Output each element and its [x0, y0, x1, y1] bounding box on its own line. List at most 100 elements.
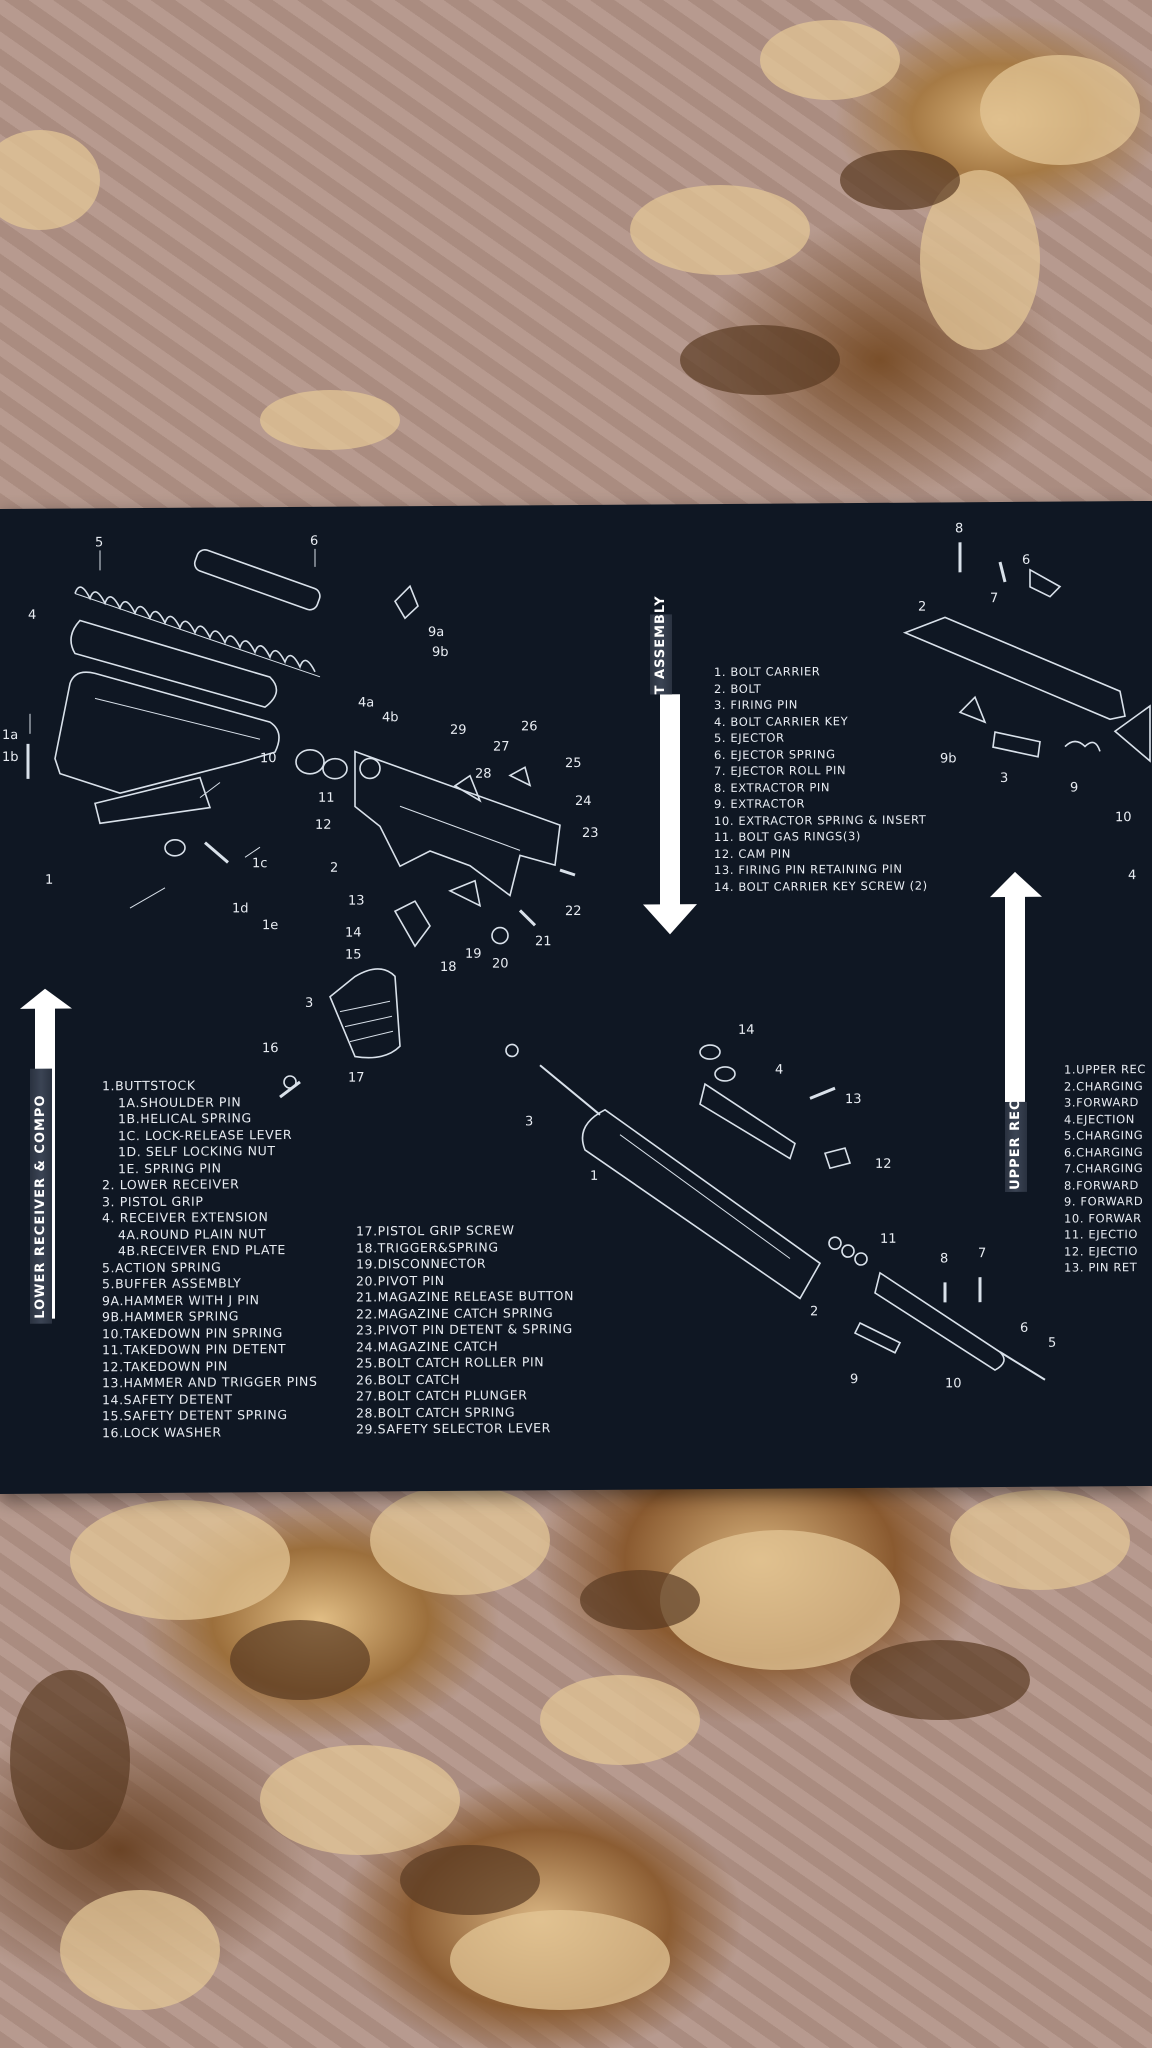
callout-u3: 3 — [1000, 771, 1008, 786]
callout-27: 27 — [493, 739, 510, 754]
legend-item: 12. CAM PIN — [714, 845, 791, 861]
callout-17: 17 — [348, 1070, 365, 1085]
legend-item: 29.SAFETY SELECTOR LEVER — [356, 1420, 551, 1437]
legend-item: 1.BUTTSTOCK — [102, 1077, 196, 1094]
legend-item: 11. BOLT GAS RINGS(3) — [714, 829, 862, 845]
legend-item: 1c. LOCK-RELEASE LEVER — [118, 1126, 293, 1143]
legend-item: 13. FIRING PIN RETAINING PIN — [714, 861, 903, 878]
callout-b11: 11 — [880, 1232, 897, 1247]
lock-release-lever-drawing — [94, 776, 212, 825]
legend-item: 18.TRIGGER&SPRING — [356, 1239, 499, 1256]
legend-item: 7. EJECTOR ROLL PIN — [714, 763, 847, 779]
legend-item: 4b.RECEIVER END PLATE — [118, 1242, 286, 1259]
callout-u2: 2 — [918, 600, 926, 615]
charging-handle-drawing — [902, 616, 1126, 721]
callout-16: 16 — [262, 1041, 279, 1056]
legend-item: 2. BOLT — [714, 681, 762, 696]
callout-b13: 13 — [845, 1092, 862, 1107]
callout-1a: 1a — [2, 728, 18, 743]
callout-1: 1 — [45, 873, 53, 888]
legend-item: 10. EXTRACTOR SPRING & INSERT — [714, 812, 927, 828]
bolt-carrier-drawing — [581, 1108, 822, 1300]
legend-item: 7.CHARGING — [1064, 1161, 1144, 1176]
callout-u8: 8 — [955, 521, 963, 536]
legend-item: 4. RECEIVER EXTENSION — [102, 1209, 269, 1226]
legend-item: 3. FIRING PIN — [714, 697, 798, 713]
legend-item: 22.MAGAZINE CATCH SPRING — [356, 1304, 554, 1322]
legend-item: 9b.HAMMER SPRING — [102, 1308, 240, 1325]
callout-b8: 8 — [940, 1251, 948, 1266]
legend-item: 11.TAKEDOWN PIN DETENT — [102, 1341, 287, 1358]
callout-b10: 10 — [945, 1376, 962, 1391]
callout-3: 3 — [305, 996, 313, 1011]
legend-item: 11. EJECTIO — [1064, 1227, 1138, 1242]
lower-receiver-legend-continued: 17.PISTOL GRIP SCREW 18.TRIGGER&SPRING 1… — [356, 1222, 574, 1438]
callout-b4: 4 — [775, 1063, 783, 1078]
callout-1b: 1b — [2, 750, 19, 765]
callout-b6: 6 — [1020, 1321, 1028, 1336]
legend-item: 24.MAGAZINE CATCH — [356, 1338, 499, 1355]
upper-receiver-side-label: UPPER REC — [1008, 1099, 1023, 1190]
callout-22: 22 — [565, 904, 582, 919]
callout-u9: 9 — [1070, 780, 1078, 795]
callout-u6: 6 — [1022, 553, 1030, 568]
callout-6: 6 — [310, 534, 318, 549]
callout-19: 19 — [465, 947, 482, 962]
callout-b2: 2 — [810, 1304, 818, 1319]
down-arrow-center — [643, 694, 697, 935]
callout-5: 5 — [95, 535, 103, 550]
callout-u9b: 9b — [940, 751, 957, 766]
callout-1d: 1d — [232, 901, 249, 916]
legend-item: 3.FORWARD — [1064, 1095, 1140, 1110]
callout-10: 10 — [260, 751, 277, 766]
legend-item: 9. FORWARD — [1064, 1194, 1144, 1209]
legend-item: 4a.ROUND PLAIN NUT — [118, 1225, 267, 1242]
legend-item: 15.SAFETY DETENT SPRING — [102, 1407, 288, 1424]
bolt-carrier-key-drawing — [699, 1082, 796, 1160]
callout-12: 12 — [315, 818, 332, 833]
legend-item: 4.EJECTION — [1064, 1111, 1135, 1127]
lower-receiver-legend: 1.BUTTSTOCK 1a.SHOULDER PIN 1b.HELICAL S… — [102, 1077, 318, 1442]
bolt-drawing — [874, 1271, 1005, 1372]
bolt-assembly-legend: 1. BOLT CARRIER 2. BOLT 3. FIRING PIN 4.… — [714, 663, 928, 895]
callout-b3: 3 — [525, 1114, 533, 1129]
callout-b12: 12 — [875, 1157, 892, 1172]
legend-item: 5.CHARGING — [1064, 1128, 1144, 1143]
self-locking-nut-drawing — [164, 838, 186, 857]
legend-item: 4. BOLT CARRIER KEY — [714, 713, 849, 729]
buffer-drawing — [193, 549, 321, 611]
callout-b14: 14 — [738, 1023, 755, 1038]
action-spring-drawing — [74, 586, 321, 678]
legend-item: 17.PISTOL GRIP SCREW — [356, 1222, 515, 1239]
pistol-grip-drawing — [329, 968, 401, 1059]
bolt-assembly-side-label: T ASSEMBLY — [653, 595, 668, 695]
legend-item: 9a.HAMMER WITH J PIN — [102, 1291, 260, 1308]
legend-item: 1e. SPRING PIN — [118, 1159, 222, 1176]
callout-1c: 1c — [252, 856, 267, 871]
legend-item: 1b.HELICAL SPRING — [118, 1110, 252, 1127]
callout-2: 2 — [330, 861, 338, 876]
gun-cleaning-mat: 5 6 9a 9b 4 4a 4b 1a 1b 10 29 27 26 25 2… — [0, 500, 1152, 1495]
legend-item: 6. EJECTOR SPRING — [714, 746, 836, 762]
callout-u10: 10 — [1115, 810, 1132, 825]
callout-13: 13 — [348, 893, 365, 908]
legend-item: 5.ACTION SPRING — [102, 1258, 222, 1275]
callout-9b: 9b — [432, 645, 449, 660]
callout-4b: 4b — [382, 710, 399, 725]
callout-15: 15 — [345, 947, 362, 962]
legend-item: 1d. SELF LOCKING NUT — [118, 1143, 276, 1160]
legend-item: 12. EJECTIO — [1064, 1243, 1138, 1259]
legend-item: 8. EXTRACTOR PIN — [714, 779, 831, 795]
legend-item: 13.HAMMER AND TRIGGER PINS — [102, 1373, 318, 1391]
callout-11: 11 — [318, 791, 335, 806]
legend-item: 10. FORWAR — [1064, 1210, 1142, 1226]
legend-item: 21.MAGAZINE RELEASE BUTTON — [356, 1288, 575, 1305]
receiver-extension-drawing — [70, 619, 278, 709]
callout-1e: 1e — [262, 918, 278, 933]
callout-29: 29 — [450, 723, 467, 738]
legend-item: 26.BOLT CATCH — [356, 1371, 461, 1388]
legend-item: 28.BOLT CATCH SPRING — [356, 1403, 516, 1421]
legend-item: 2. LOWER RECEIVER — [102, 1176, 240, 1193]
callout-4a: 4a — [358, 695, 374, 710]
